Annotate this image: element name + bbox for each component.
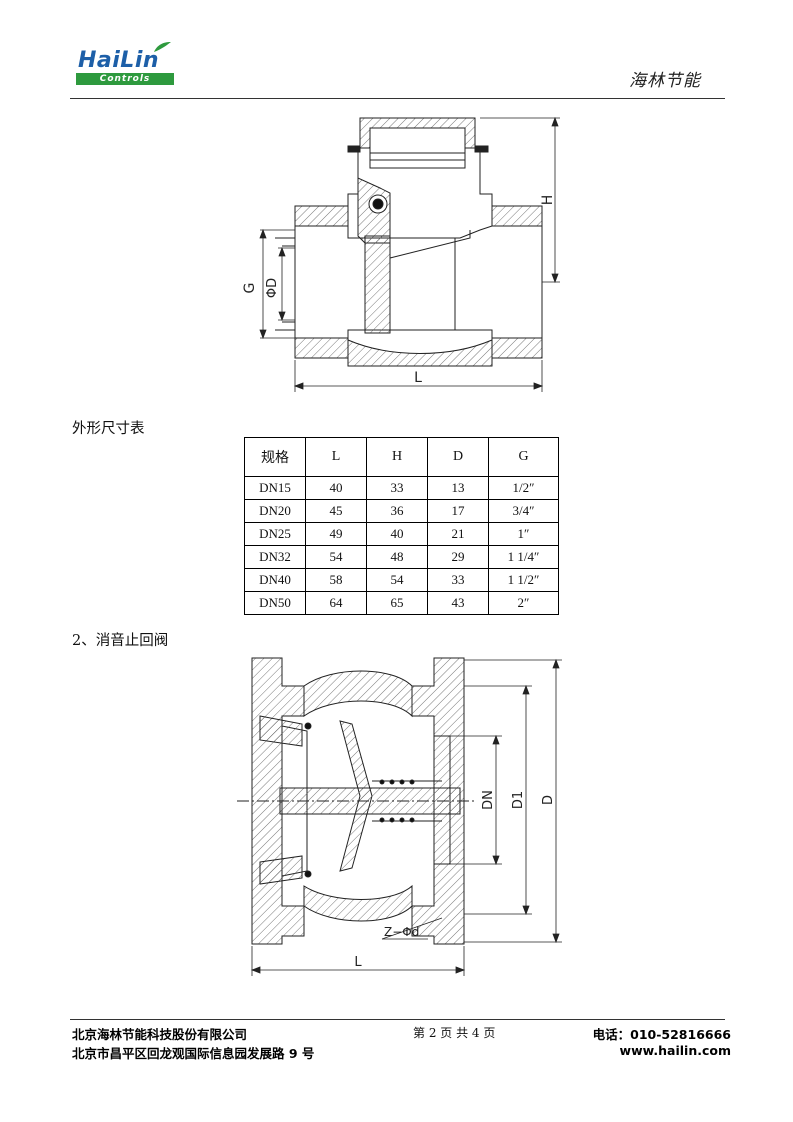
footer-divider <box>70 1019 725 1020</box>
table-cell: 49 <box>305 522 367 546</box>
dim-label-g: G <box>242 283 258 294</box>
dim-label-d: ΦD <box>265 278 280 298</box>
col-header-g: G <box>488 437 559 477</box>
table-cell: 54 <box>366 568 428 592</box>
footer-address: 北京市昌平区回龙观国际信息园发展路 9 号 <box>72 1046 315 1061</box>
table-cell: 13 <box>427 476 489 500</box>
table-cell: 21 <box>427 522 489 546</box>
dim-label-d: D <box>541 795 556 805</box>
dimensions-title: 外形尺寸表 <box>72 421 145 437</box>
table-cell: DN25 <box>244 522 306 546</box>
col-header-h: H <box>366 437 428 477</box>
table-cell: 64 <box>305 591 367 615</box>
table-row: DN25 49 40 21 1″ <box>244 522 559 546</box>
dim-label-d1: D1 <box>511 791 526 809</box>
table-cell: DN32 <box>244 545 306 569</box>
dim-label-h: H <box>540 195 556 206</box>
table-cell: 29 <box>427 545 489 569</box>
dim-label-dn: DN <box>481 790 496 810</box>
footer-website[interactable]: www.hailin.com <box>619 1043 731 1058</box>
logo-bar <box>76 73 174 85</box>
footer-page-number: 第 2 页 共 4 页 <box>413 1026 496 1040</box>
col-header-d: D <box>427 437 489 477</box>
dim-label-l: L <box>354 955 362 970</box>
table-cell: 1 1/4″ <box>488 545 559 569</box>
col-header-l: L <box>305 437 367 477</box>
table-cell: DN50 <box>244 591 306 615</box>
dimensions-table: 规格 L H D G DN15 40 33 13 1/2″ DN20 45 36… <box>244 437 559 615</box>
logo-wordmark: HaiLin <box>78 48 160 73</box>
table-cell: 43 <box>427 591 489 615</box>
footer-company: 北京海林节能科技股份有限公司 <box>72 1027 248 1042</box>
table-cell: 1/2″ <box>488 476 559 500</box>
header-divider <box>70 98 725 99</box>
table-row: DN40 58 54 33 1 1/2″ <box>244 568 559 592</box>
table-cell: 3/4″ <box>488 499 559 523</box>
table-row: DN50 64 65 43 2″ <box>244 591 559 615</box>
table-cell: 40 <box>305 476 367 500</box>
brand-name: 海林节能 <box>629 71 701 91</box>
table-cell: 65 <box>366 591 428 615</box>
table-cell: DN15 <box>244 476 306 500</box>
table-cell: 1 1/2″ <box>488 568 559 592</box>
table-cell: 45 <box>305 499 367 523</box>
check-valve-drawing: H G ΦD L <box>242 116 560 392</box>
table-cell: 58 <box>305 568 367 592</box>
table-cell: 33 <box>366 476 428 500</box>
table-header-row: 规格 L H D G <box>244 437 559 477</box>
col-header-spec: 规格 <box>244 437 306 477</box>
table-cell: 36 <box>366 499 428 523</box>
table-cell: DN20 <box>244 499 306 523</box>
table-cell: 2″ <box>488 591 559 615</box>
table-cell: 48 <box>366 545 428 569</box>
table-cell: DN40 <box>244 568 306 592</box>
dim-label-l: L <box>414 370 422 386</box>
table-cell: 33 <box>427 568 489 592</box>
table-row: DN32 54 48 29 1 1/4″ <box>244 545 559 569</box>
table-cell: 17 <box>427 499 489 523</box>
table-cell: 1″ <box>488 522 559 546</box>
logo-subtitle: Controls <box>99 74 151 84</box>
table-row: DN15 40 33 13 1/2″ <box>244 476 559 500</box>
section-2-title: 2、消音止回阀 <box>72 633 169 649</box>
logo-leaf-icon <box>154 42 171 52</box>
table-cell: 54 <box>305 545 367 569</box>
footer-phone: 电话：010-52816666 <box>592 1027 731 1042</box>
dim-label-z: Z−Φd <box>384 925 419 939</box>
table-row: DN20 45 36 17 3/4″ <box>244 499 559 523</box>
silent-check-valve-drawing: DN D1 D Z−Φd L <box>237 657 562 976</box>
table-cell: 40 <box>366 522 428 546</box>
